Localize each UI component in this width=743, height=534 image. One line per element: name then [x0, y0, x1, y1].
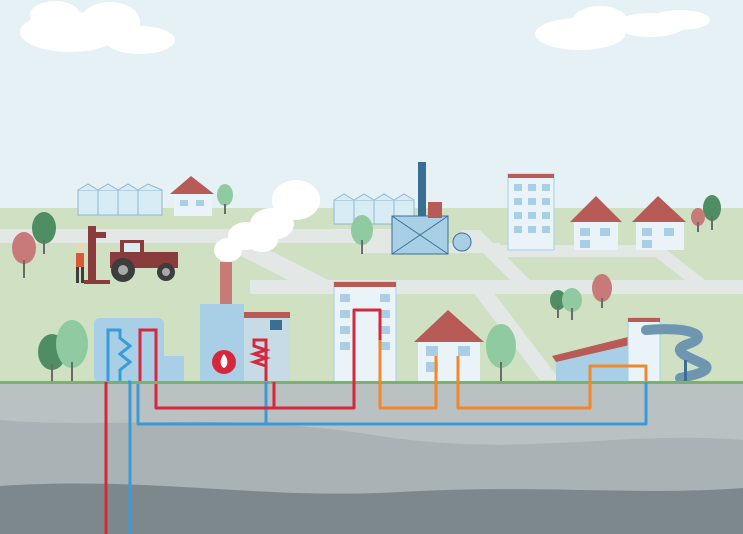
cloud-left: [20, 1, 175, 54]
cold-return-pipe: [128, 380, 648, 534]
ground-line: [0, 381, 743, 384]
tree-group-front: [38, 320, 516, 382]
steam-plume: [214, 180, 320, 262]
water-slide-icon: [641, 324, 712, 383]
tree-group-back: [12, 184, 721, 320]
worker-icon: [76, 244, 84, 283]
cloud-right: [535, 6, 710, 50]
apartment-tower-back: [507, 173, 555, 251]
house-top-left: [170, 176, 214, 216]
heat-exchanger-icon: [106, 328, 158, 382]
house-front: [414, 310, 484, 382]
greenhouse-left: [77, 183, 163, 216]
house-top-right-2: [632, 196, 686, 250]
heating-plant: [200, 262, 290, 382]
apartment-front: [333, 281, 397, 383]
underground-layer-deep: [0, 483, 743, 534]
swimming-pool-building: [552, 317, 712, 383]
hot-supply-pipe: [104, 308, 382, 534]
tractor-icon: [84, 226, 178, 284]
geothermal-well-house: [94, 318, 184, 382]
warm-supply-pipe: [378, 340, 648, 410]
industrial-plant: [391, 162, 472, 255]
house-top-right-1: [570, 196, 622, 250]
